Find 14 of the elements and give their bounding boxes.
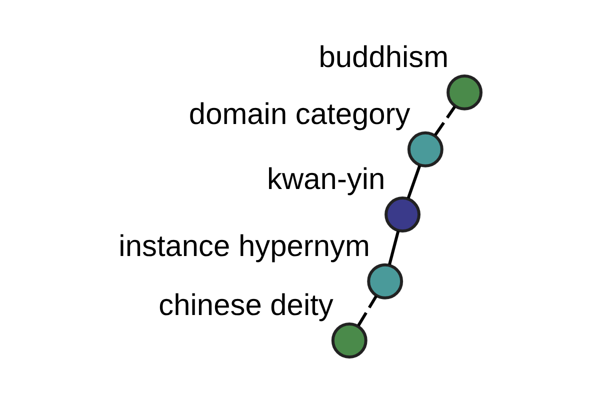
- node-circle: [330, 322, 367, 358]
- node-circle: [384, 196, 420, 232]
- connector: [434, 106, 456, 136]
- node-label: instance hypernym: [118, 230, 370, 263]
- node-circle: [446, 74, 482, 110]
- connector: [406, 165, 421, 199]
- connector: [356, 295, 377, 326]
- node-circle: [406, 131, 443, 168]
- node-label: chinese deity: [158, 289, 333, 322]
- node-label: buddhism: [318, 40, 448, 74]
- connector: [388, 230, 400, 265]
- node-circle: [366, 263, 403, 300]
- node-label: kwan-yin: [266, 163, 385, 196]
- node-label: domain category: [188, 98, 410, 131]
